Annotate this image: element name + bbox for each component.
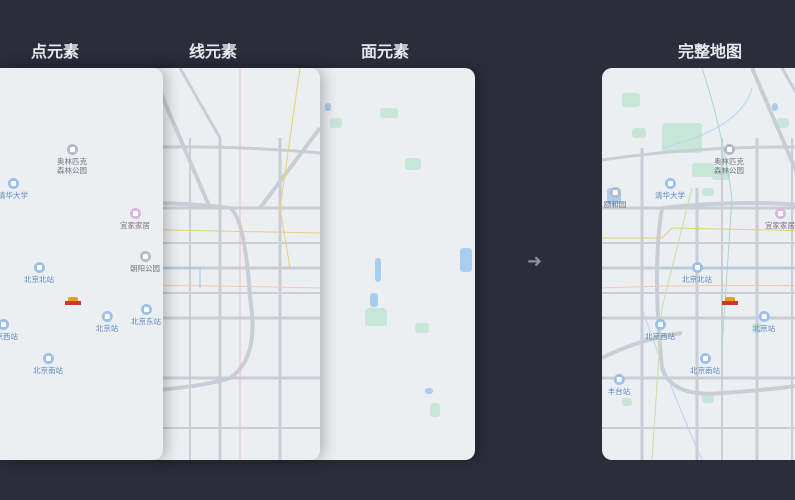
train-station-icon xyxy=(691,262,703,273)
shop-icon xyxy=(774,208,786,219)
poi-beijing-station[interactable]: 北京站 xyxy=(96,311,118,333)
park-area xyxy=(330,118,342,128)
tiananmen-icon xyxy=(722,297,738,305)
park-area xyxy=(365,308,387,326)
poi-beijing-east[interactable]: 北京东站 xyxy=(131,304,161,326)
water-area xyxy=(772,103,778,111)
train-station-icon xyxy=(758,311,770,322)
arrow-right-icon: ➜ xyxy=(527,251,543,272)
poi-fengtai[interactable]: 丰台站 xyxy=(608,374,630,396)
poi-beijing-west[interactable]: 北京西站 xyxy=(0,319,18,341)
poi-beijing-north[interactable]: 北京北站 xyxy=(24,262,54,284)
train-station-icon xyxy=(101,311,113,322)
park-area xyxy=(622,398,632,406)
road xyxy=(258,126,320,210)
road-layer xyxy=(602,68,795,460)
park-area xyxy=(415,323,429,333)
park-area xyxy=(622,93,640,107)
poi-chaoyang-park[interactable]: 朝阳公园 xyxy=(130,251,160,273)
train-station-icon xyxy=(699,353,711,364)
park-area xyxy=(405,158,421,170)
road xyxy=(780,68,795,94)
title-line-elements: 线元素 xyxy=(188,42,238,61)
poi-yiheyuan[interactable]: 颐和园 xyxy=(604,187,626,209)
park-area xyxy=(632,128,646,138)
water-area xyxy=(460,248,472,272)
park-icon xyxy=(723,144,735,155)
full-map-panel: 奥林匹克 森林公园 清华大学 颐和园 宜家家居 北京北站 北京站 北京西站 北京… xyxy=(602,68,795,460)
park-icon xyxy=(609,187,621,198)
transit-line xyxy=(279,68,301,269)
poi-tsinghua[interactable]: 清华大学 xyxy=(655,178,685,200)
title-full-map: 完整地图 xyxy=(677,42,743,61)
park-area xyxy=(692,163,714,177)
train-station-icon xyxy=(0,319,9,330)
park-area xyxy=(430,403,440,417)
train-station-icon xyxy=(140,304,152,315)
train-station-icon xyxy=(654,319,666,330)
water-area xyxy=(425,388,433,394)
poi-ikea[interactable]: 宜家家居 xyxy=(120,208,150,230)
transit-line xyxy=(701,68,733,349)
poi-ikea[interactable]: 宜家家居 xyxy=(765,208,795,230)
university-icon xyxy=(664,178,676,189)
title-point-elements: 点元素 xyxy=(30,42,80,61)
train-station-icon xyxy=(42,353,54,364)
poi-tsinghua[interactable]: 清华大学 xyxy=(0,178,28,200)
park-area xyxy=(702,188,714,196)
poi-beijing-station[interactable]: 北京站 xyxy=(753,311,775,333)
water-area xyxy=(375,258,381,282)
road xyxy=(655,201,795,396)
university-icon xyxy=(7,178,19,189)
road xyxy=(750,68,795,174)
transit-line xyxy=(651,187,693,460)
road xyxy=(178,68,222,139)
road xyxy=(602,145,795,162)
transit-line xyxy=(602,227,795,239)
water-area xyxy=(325,103,331,111)
water-area xyxy=(370,293,378,307)
park-icon xyxy=(66,144,78,155)
poi-olympic-park[interactable]: 奥林匹克 森林公园 xyxy=(57,144,87,175)
poi-olympic-park[interactable]: 奥林匹克 森林公园 xyxy=(714,144,744,175)
point-elements-panel: 奥林匹克 森林公园 清华大学 宜家家居 朝阳公园 北京北站 北京站 北京东站 北… xyxy=(0,68,163,460)
transit-line xyxy=(602,285,795,289)
park-area xyxy=(380,108,398,118)
transit-line xyxy=(662,267,795,269)
park-area xyxy=(777,118,789,128)
poi-beijing-west[interactable]: 北京西站 xyxy=(645,319,675,341)
poi-beijing-south[interactable]: 北京南站 xyxy=(690,353,720,375)
poi-beijing-north[interactable]: 北京北站 xyxy=(682,262,712,284)
park-icon xyxy=(139,251,151,262)
train-station-icon xyxy=(33,262,45,273)
title-area-elements: 面元素 xyxy=(360,42,410,61)
shop-icon xyxy=(129,208,141,219)
poi-beijing-south[interactable]: 北京南站 xyxy=(33,353,63,375)
train-station-icon xyxy=(613,374,625,385)
road xyxy=(602,331,683,360)
tiananmen-icon xyxy=(65,297,81,305)
